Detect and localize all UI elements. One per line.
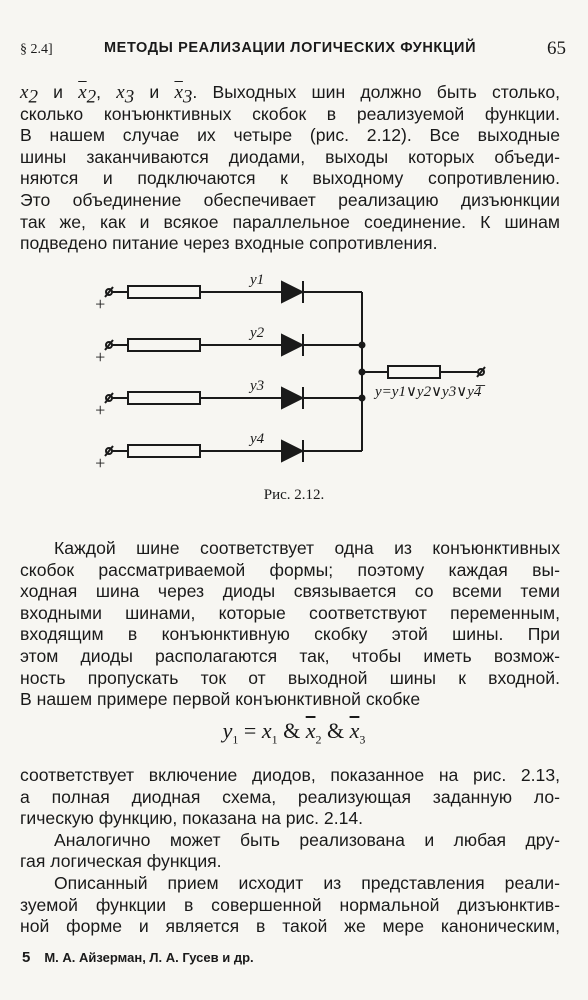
paragraph-2-line: Каждой шине соответствует одна из конъюн… [54,538,560,558]
section-number: § 2.4] [20,42,53,57]
paragraph-2-line: В нашем примере первой конъюнктивной ско… [20,689,421,710]
paragraph-3-line: а полная диодная схема, реализующая зада… [20,786,560,807]
diode-icon [281,386,305,410]
page-number: 65 [547,38,566,59]
running-header: § 2.4] МЕТОДЫ РЕАЛИЗАЦИИ ЛОГИЧЕСКИХ ФУНК… [20,38,568,60]
paragraph-2-line: входящим в конъюнктивную скобку этой шин… [20,624,560,645]
formula-y1: y1 = x1 & x2 & x3 [222,718,366,747]
paragraph-3-line: ной форме и является в такой же мере кан… [20,916,560,937]
running-title: МЕТОДЫ РЕАЛИЗАЦИИ ЛОГИЧЕСКИХ ФУНКЦИЙ [104,40,477,56]
paragraph-1-line: няются и подключаются к выходному сопрот… [20,168,560,189]
paragraph-3-line: Описанный прием исходит из представления… [54,872,560,893]
bus-label: y3 [248,378,264,394]
bus-label: y2 [248,325,265,341]
figure-caption: Рис. 2.12. [263,487,325,503]
paragraph-2-line: этом диоды располагаются так, чтобы имет… [20,645,560,666]
paragraph-3-line: Аналогично может быть реализована и люба… [54,829,560,850]
paragraph-2-line: ность пропускать ток от выходной шины к … [20,667,560,688]
paragraph-3-line: гическую функцию, показана на рис. 2.14. [20,808,364,829]
minus-sign: – [475,374,486,394]
diode-icon [281,333,305,357]
paragraph-1-line: так же, как и всякое параллельное соедин… [20,211,560,232]
paragraph-2-line: скобок рассматриваемой формы; поэтому ка… [20,559,560,580]
paragraph-1-line: сколько конъюнктивных скобок в реализуем… [20,103,560,124]
plus-sign: + [94,294,106,314]
footer-signature: 5 М. А. Айзерман, Л. А. Гусев и др. [22,949,254,966]
paragraph-3-line: гая логическая функция. [20,851,222,872]
plus-sign: + [94,347,106,367]
paragraph-1-line: x2 и x2, x3 и x3. Выходных шин должно бы… [20,82,561,108]
footer-authors: М. А. Айзерман, Л. А. Гусев и др. [44,950,254,965]
output-label: y=y1∨y2∨y3∨y4 [373,384,482,400]
paragraph-1-line: шины заканчиваются диодами, выходы котор… [20,146,560,167]
plus-sign: + [94,453,106,473]
diode-circuit-figure: y1 y2 y3 y4 y=y1∨y2∨y3∨y4 + + + + – [90,270,510,485]
paragraph-3: соответствует включение диодов, показанн… [20,765,560,938]
diode-icon [281,439,305,463]
paragraph-3-line: зуемой функции в совершенной нормальной … [20,894,560,915]
plus-sign: + [94,400,106,420]
bus-label: y1 [248,272,264,288]
paragraph-1-line: Это объединение обеспечивает реализацию … [20,189,560,210]
diode-icon [281,280,305,304]
paragraph-2-line: ходная шина через диоды связывается со в… [20,581,560,602]
paragraph-3-line: соответствует включение диодов, показанн… [20,765,560,785]
signature-number: 5 [22,949,31,966]
paragraph-2: Каждой шине соответствует одна из конъюн… [20,538,560,711]
paragraph-2-line: входными шинами, которые соответствуют п… [20,602,560,623]
circuit-diagram: y1 y2 y3 y4 y=y1∨y2∨y3∨y4 + + + + – [94,272,486,473]
paragraph-1: x2 и x2, x3 и x3. Выходных шин должно бы… [20,82,560,255]
bus-label: y4 [248,431,265,447]
paragraph-1-line: подведено питание через входные сопротив… [20,233,438,254]
paragraph-1-line: В нашем случае их четыре (рис. 2.12). Вс… [20,125,560,146]
